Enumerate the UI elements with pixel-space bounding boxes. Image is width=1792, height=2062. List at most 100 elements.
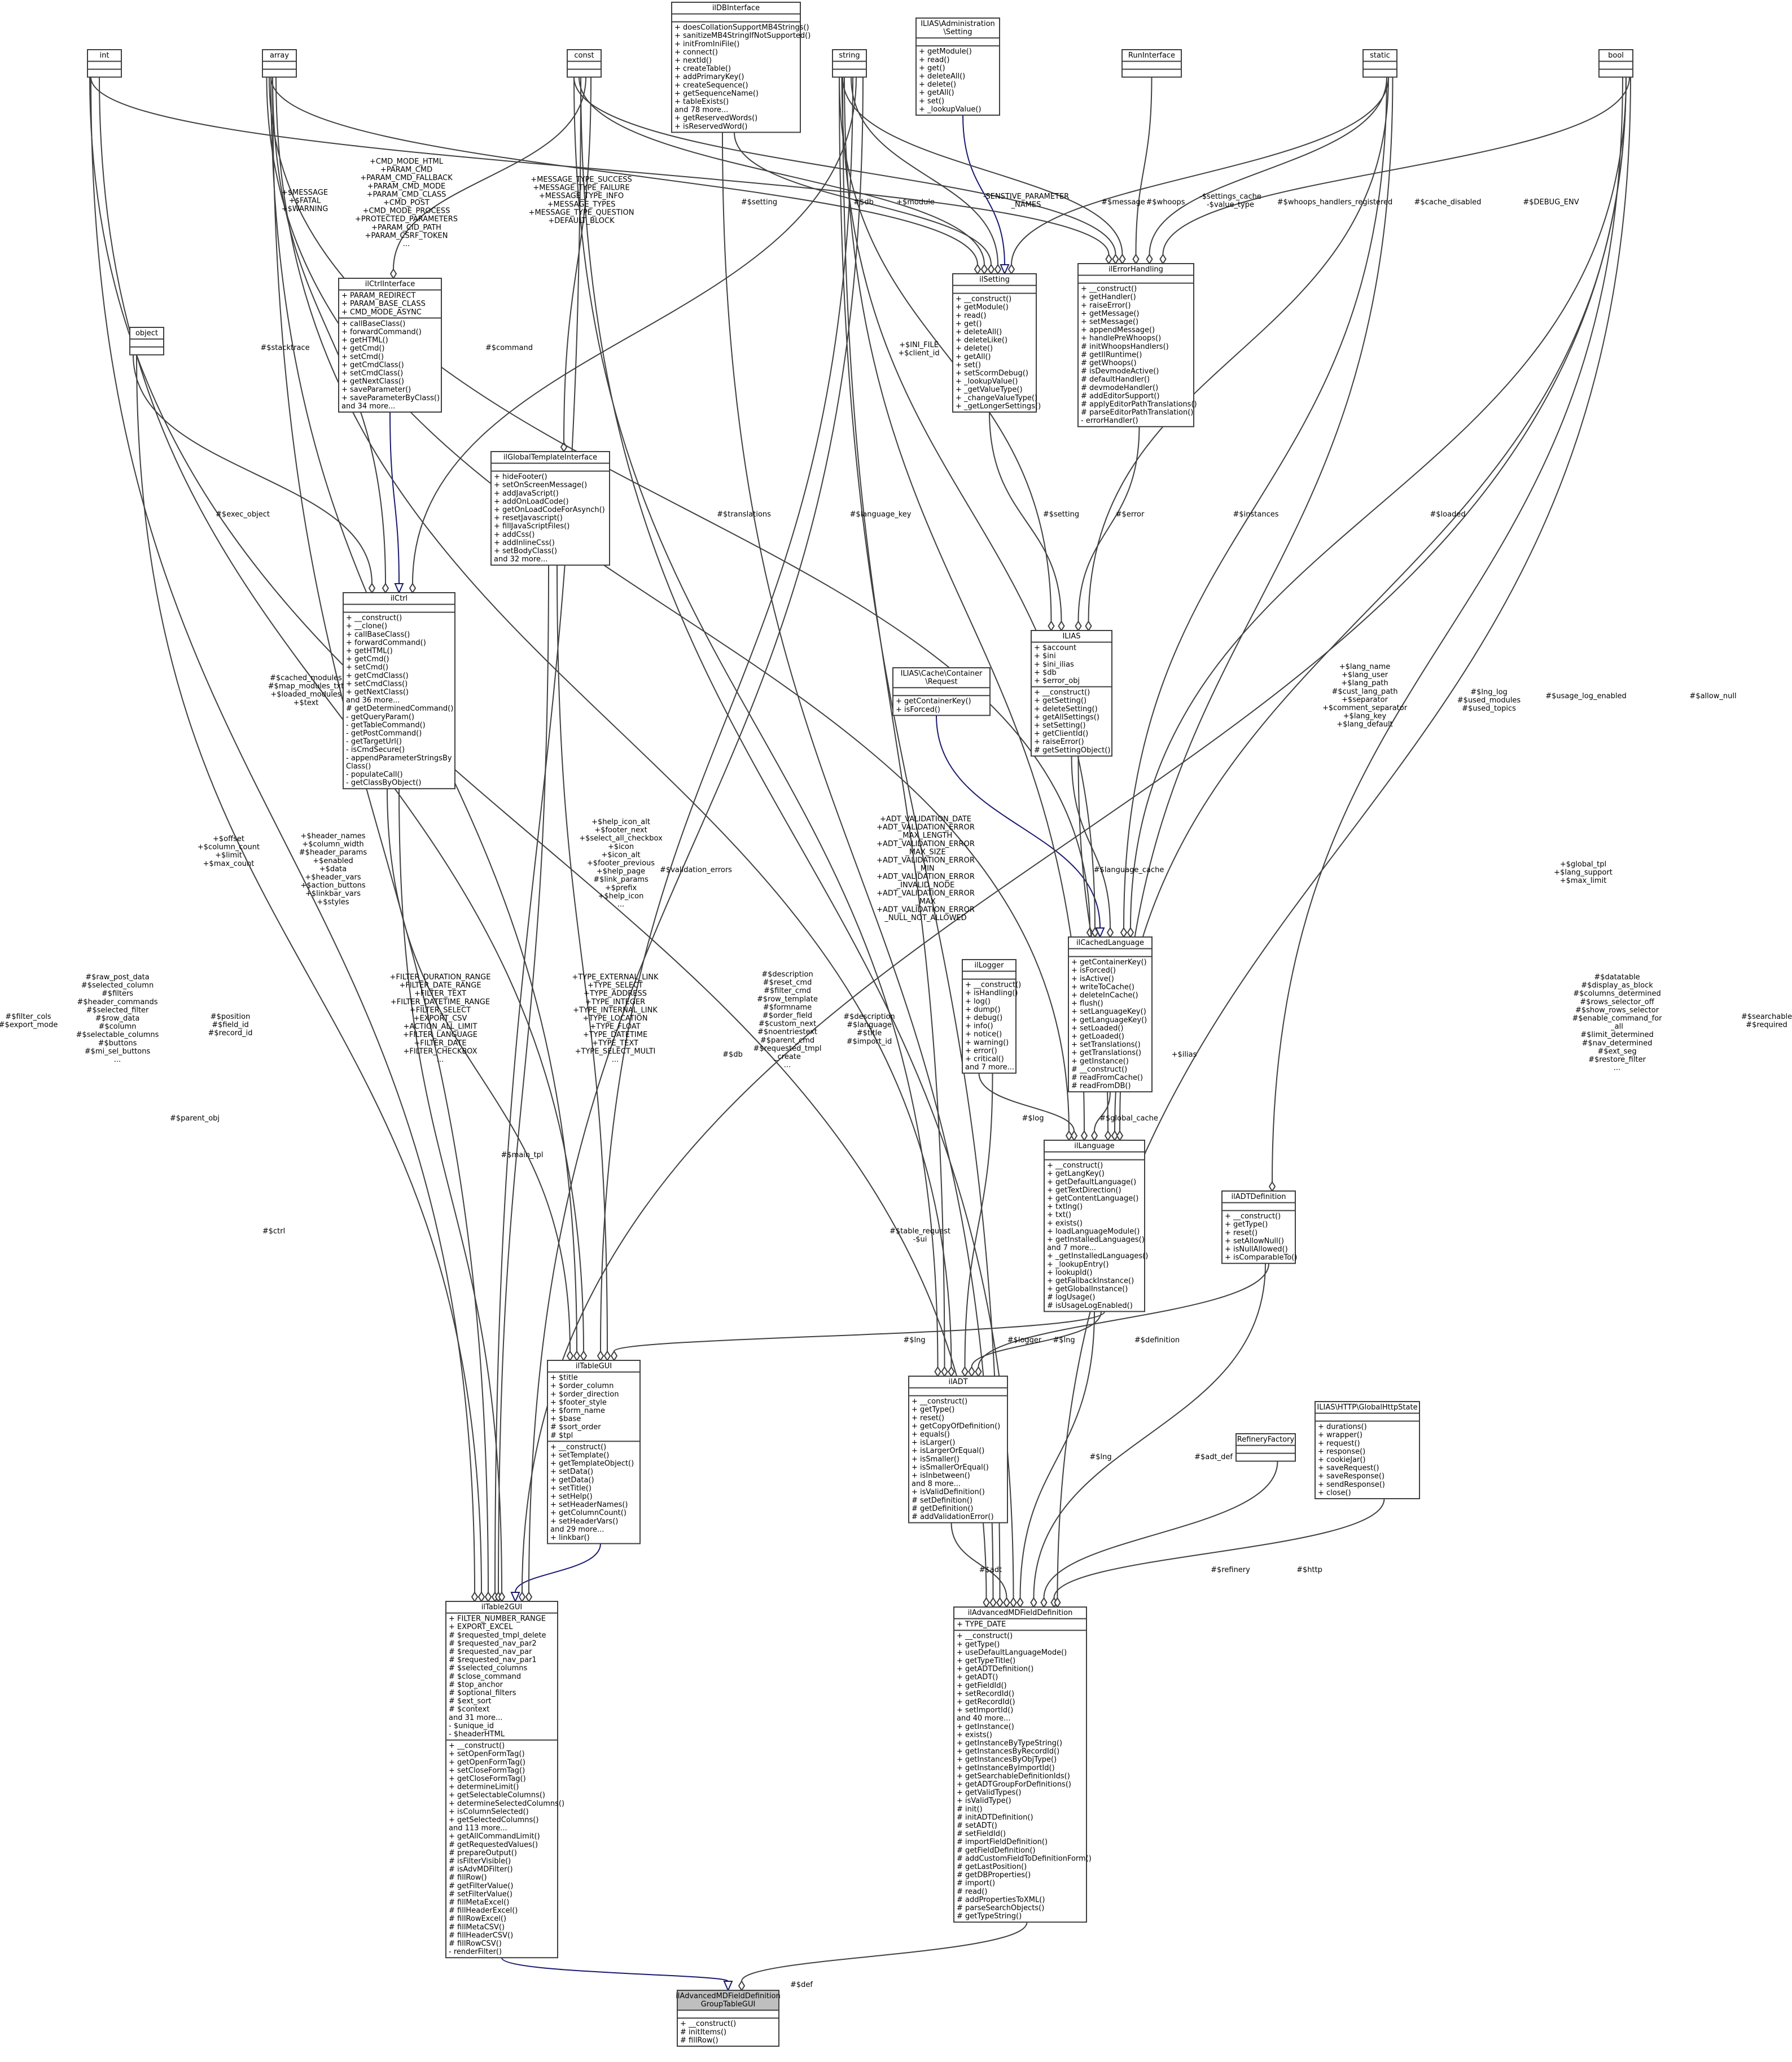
class-node-focus[interactable]: ilAdvancedMDFieldDefinitionGroupTableGUI… — [676, 1990, 781, 2047]
edge-label-l_helpicon: +$help_icon_alt+$footer_next+$select_all… — [579, 818, 663, 909]
class-operation: + __construct() — [1047, 1162, 1103, 1170]
class-node-ilsetting[interactable]: ilSetting+ __construct()+ getModule()+ r… — [952, 273, 1041, 413]
edge-label-l_setting: #$setting — [741, 198, 777, 207]
class-node-object[interactable]: object — [129, 327, 164, 356]
class-operation: + _lookupEntry() — [1047, 1260, 1109, 1269]
class-attribute: # $ext_sort — [449, 1697, 492, 1706]
class-attribute: + $footer_style — [550, 1398, 607, 1407]
class-operation: + setRecordId() — [957, 1689, 1014, 1698]
edge-label-line: #$refinery — [1211, 1566, 1250, 1574]
edge-label-line: +MESSAGE_TYPE_FAILURE — [533, 184, 629, 192]
edge-label-line: +$lang_user — [1342, 671, 1388, 680]
edge-label-line: +$column_count — [198, 843, 260, 852]
class-node-ilerrorhandling[interactable]: ilErrorHandling+ __construct()+ getHandl… — [1077, 263, 1197, 427]
class-node-refineryfactory[interactable]: RefineryFactory — [1235, 1433, 1296, 1462]
edge-label-line: ... — [114, 1056, 121, 1064]
composition-diamond — [974, 264, 982, 275]
class-node-iltable2gui[interactable]: ilTable2GUI+ FILTER_NUMBER_RANGE+ EXPORT… — [445, 1601, 564, 1959]
class-node-admsetting[interactable]: ILIAS\Administration\Setting+ getModule(… — [915, 17, 1000, 116]
class-operation: # setFilterValue() — [449, 1890, 512, 1898]
class-title: ILIAS\Cache\Container — [901, 669, 983, 678]
class-operation: + request() — [1318, 1439, 1360, 1448]
class-node-ildbinterface[interactable]: ilDBInterface+ doesCollationSupportMB4St… — [671, 2, 810, 133]
class-operation: + determineLimit() — [449, 1783, 519, 1792]
edge-label-l_module: +$module — [896, 198, 935, 207]
class-node-array[interactable]: array — [262, 49, 297, 78]
edge-label-line: +$lang_default — [1337, 720, 1392, 729]
class-operation: + deleteSetting() — [1034, 705, 1098, 713]
edge-label-line: -SENSTIVE_PARAMETER — [983, 192, 1069, 201]
class-operation: + cookieJar() — [1318, 1456, 1366, 1464]
edge-label-line: +$FATAL — [289, 197, 321, 205]
class-operation: + deleteLike() — [956, 336, 1007, 345]
class-operation: + linkbar() — [550, 1534, 590, 1542]
class-operation: # getRequestedValues() — [449, 1841, 538, 1849]
class-node-ilctrl[interactable]: ilCtrl+ __construct()+ __clone()+ callBa… — [343, 592, 455, 790]
edge-label-line: #$datatable — [1594, 973, 1640, 982]
edge-label-line: #$usage_log_enabled — [1545, 692, 1627, 701]
class-node-illogger[interactable]: ilLogger+ __construct()+ isHandling()+ l… — [962, 959, 1021, 1074]
edge-label-line: +$footer_previous — [587, 859, 655, 868]
class-node-static[interactable]: static — [1362, 49, 1397, 78]
class-box — [1121, 49, 1182, 78]
class-attribute: + $order_column — [550, 1382, 614, 1390]
class-box — [1077, 263, 1194, 427]
class-operation: # getFilterValue() — [449, 1882, 513, 1890]
edge-label-line: #$row_data — [95, 1014, 140, 1023]
composition-diamond — [983, 1597, 990, 1608]
class-operation: + doesCollationSupportMB4Strings() — [674, 24, 809, 32]
edge-label-line: -$ui — [913, 1236, 927, 1244]
edge-label-line: #$adt_def — [1194, 1453, 1233, 1461]
class-node-illanguage[interactable]: ilLanguage+ __construct()+ getLangKey()+… — [1044, 1140, 1148, 1312]
class-operation: + getTemplateObject() — [550, 1460, 634, 1468]
composition-diamond — [1127, 927, 1134, 938]
class-operation: + getSelectableColumns() — [449, 1791, 545, 1800]
class-operation: + getAll() — [919, 89, 954, 97]
class-node-iladt[interactable]: ilADT+ __construct()+ getType()+ reset()… — [908, 1376, 1008, 1523]
class-node-iltablegui[interactable]: ilTableGUI+ $title+ $order_column+ $orde… — [547, 1360, 641, 1544]
class-node-iladvmdfielddef[interactable]: ilAdvancedMDFieldDefinition+ TYPE_DATE+ … — [953, 1606, 1092, 1923]
class-operation: + critical() — [965, 1055, 1004, 1063]
class-operation: # parseSearchObjects() — [957, 1904, 1044, 1912]
class-node-ilcachedlanguage[interactable]: ilCachedLanguage+ getContainerKey()+ isF… — [1068, 936, 1153, 1093]
composition-diamond — [573, 1350, 581, 1361]
edge-label-line: +$lang_name — [1339, 663, 1391, 671]
class-node-cacherequest[interactable]: ILIAS\Cache\Container\Request+ getContai… — [892, 667, 991, 716]
class-operation: - renderFilter() — [449, 1948, 502, 1956]
usage-edge — [133, 354, 373, 584]
edge-label-line: +$header_names — [300, 832, 365, 840]
class-node-globalhttpstate[interactable]: ILIAS\HTTP\GlobalHttpState+ durations()+… — [1315, 1401, 1420, 1499]
class-node-int[interactable]: int — [87, 49, 122, 78]
class-operation: # __construct() — [1071, 1065, 1127, 1074]
class-title: ilSetting — [979, 275, 1010, 284]
class-title: ilAdvancedMDFieldDefinition — [676, 1992, 781, 2000]
composition-diamond — [948, 1366, 955, 1377]
class-node-bool[interactable]: bool — [1598, 49, 1633, 78]
class-attribute: + $ini — [1034, 652, 1056, 660]
class-operation: + close() — [1318, 1489, 1351, 1497]
class-node-iladtdefinition[interactable]: ilADTDefinition+ __construct()+ getType(… — [1221, 1190, 1297, 1264]
class-operation: + warning() — [965, 1039, 1009, 1047]
class-operation: # setADT() — [957, 1822, 997, 1830]
usage-edge — [1077, 426, 1140, 622]
edge-label-line: +FILTER_DURATION_RANGE — [390, 973, 491, 982]
edge-label-line: #$filters — [102, 990, 133, 998]
usage-edge — [528, 77, 864, 1593]
edge-label-line: #$db — [722, 1050, 743, 1059]
class-node-runinterface[interactable]: RunInterface — [1121, 49, 1182, 78]
class-node-ilglobaltemplateinterface[interactable]: ilGlobalTemplateInterface+ hideFooter()+… — [490, 451, 610, 566]
class-operation: + addInlineCss() — [494, 539, 555, 547]
edge-label-line: #$language_key — [850, 510, 912, 519]
class-box — [1362, 49, 1397, 78]
class-operation: + getInstanceByTypeString() — [957, 1739, 1062, 1748]
class-box — [908, 1376, 1008, 1523]
edge-label-line: +ADT_VALIDATION_ERROR — [877, 856, 975, 865]
usage-edge — [275, 77, 952, 1368]
class-node-const[interactable]: const — [567, 49, 602, 78]
class-node-ilias[interactable]: ILIAS+ $account+ $ini+ $ini_ilias+ $db+ … — [1031, 630, 1112, 757]
edge-label-line: +$module — [896, 198, 935, 207]
class-node-ilctrlinterface[interactable]: ilCtrlInterface+ PARAM_REDIRECT+ PARAM_B… — [338, 278, 442, 413]
composition-diamond — [1104, 1130, 1112, 1141]
edge-label-line: +$ilias — [1172, 1050, 1197, 1059]
class-node-string[interactable]: string — [832, 49, 867, 78]
